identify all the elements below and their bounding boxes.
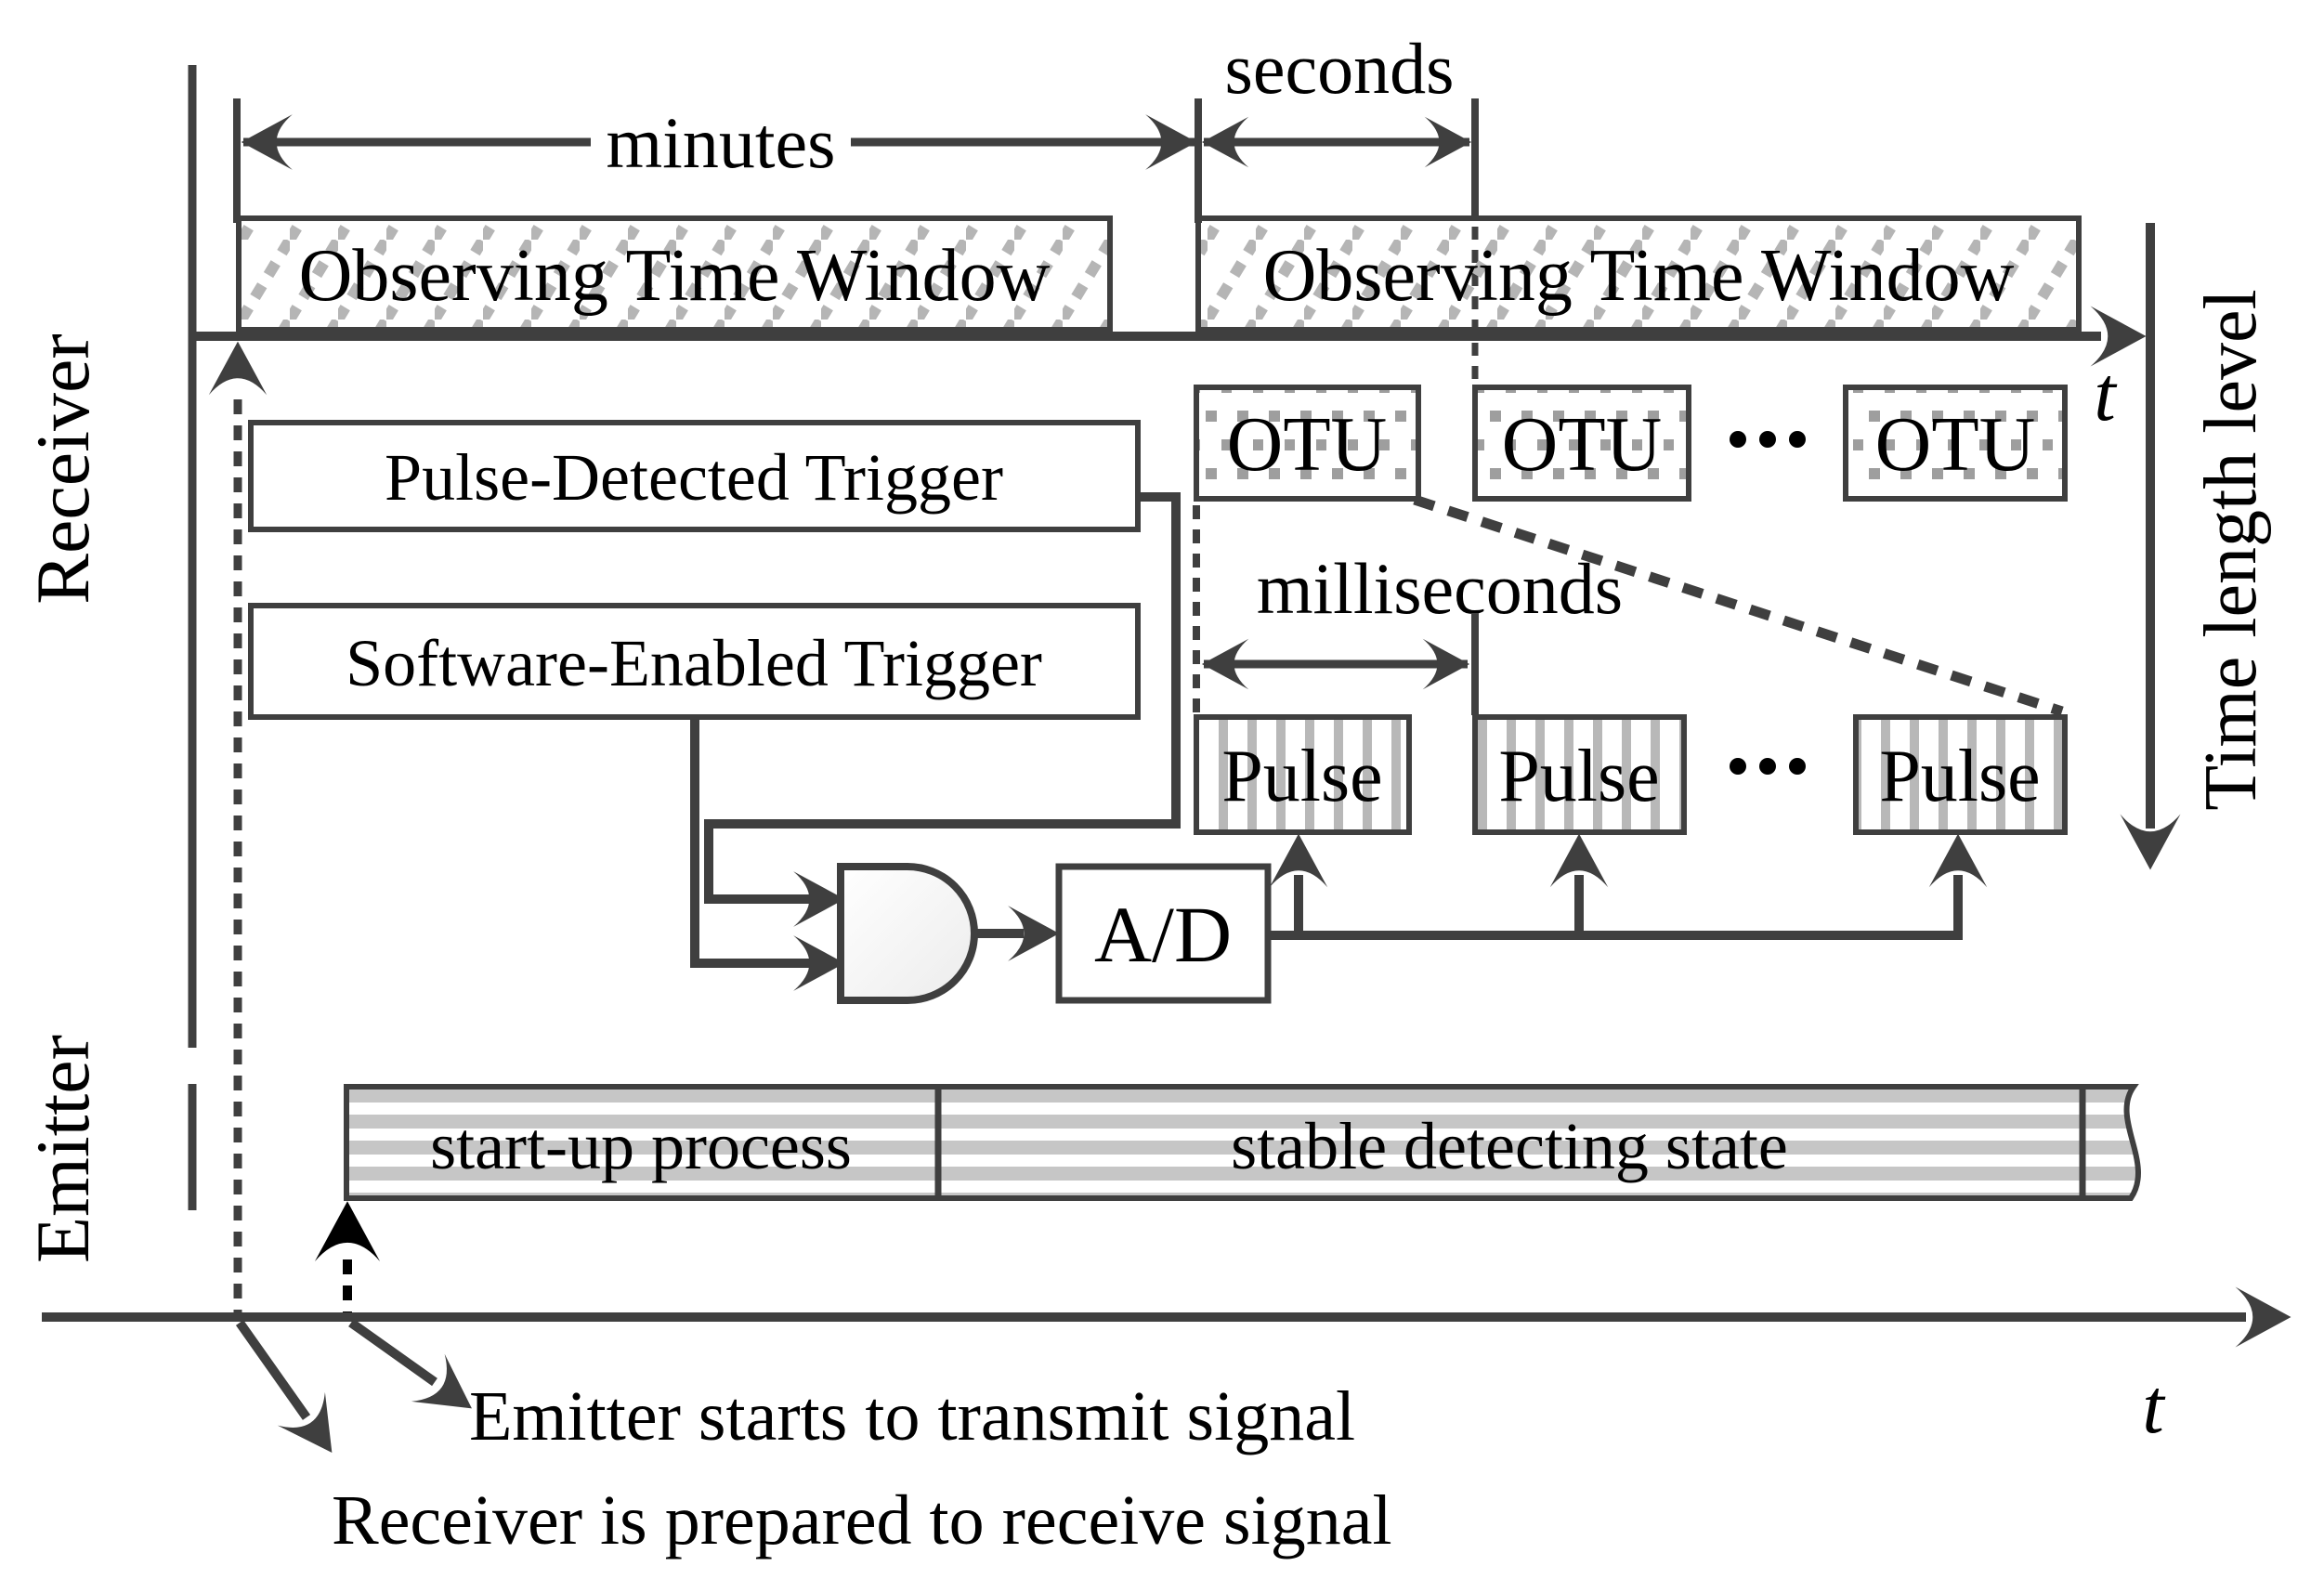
adc-output-wire bbox=[1268, 875, 1963, 940]
software-trigger-wire bbox=[690, 719, 810, 968]
receiver-axis-t-label: t bbox=[2094, 351, 2118, 437]
pulse-box-2-label: Pulse bbox=[1498, 736, 1659, 817]
observing-window-2: Observing Time Window bbox=[1195, 215, 2082, 333]
receiver-prepared-pointer-arrowhead-icon bbox=[277, 1391, 356, 1469]
receiver-prepared-pointer-line bbox=[235, 1320, 311, 1420]
stable-detecting-label: stable detecting state bbox=[1231, 1109, 1788, 1183]
pulse-box-3: Pulse bbox=[1853, 714, 2068, 835]
time-length-axis-label: Time length level bbox=[2190, 289, 2272, 810]
otu-box-2-label: OTU bbox=[1502, 401, 1663, 488]
observing-window-2-label: Observing Time Window bbox=[1263, 235, 2015, 317]
milliseconds-label: milliseconds bbox=[1257, 548, 1623, 629]
emitter-starts-note: Emitter starts to transmit signal bbox=[469, 1377, 1355, 1455]
adc-label: A/D bbox=[1094, 890, 1232, 979]
otu-box-1-label: OTU bbox=[1227, 401, 1388, 488]
pulse-detected-trigger-label: Pulse-Detected Trigger bbox=[385, 440, 1003, 515]
emitter-lane-label: Emitter bbox=[20, 1035, 105, 1263]
emitter-axis-t-label: t bbox=[2142, 1364, 2166, 1450]
pulse-trigger-wire bbox=[704, 492, 1181, 904]
and-gate-icon bbox=[837, 863, 978, 1004]
seconds-label: seconds bbox=[1225, 28, 1455, 109]
pulse-detected-trigger-box: Pulse-Detected Trigger bbox=[248, 420, 1141, 532]
emitter-bar-body bbox=[344, 1084, 2141, 1201]
otu-box-2: OTU bbox=[1472, 385, 1691, 502]
otu-box-3-label: OTU bbox=[1875, 401, 2036, 488]
otu-box-1: OTU bbox=[1194, 385, 1421, 502]
receiver-prepared-note: Receiver is prepared to receive signal bbox=[332, 1481, 1392, 1559]
software-enabled-trigger-box: Software-Enabled Trigger bbox=[248, 603, 1141, 720]
emitter-state-bar: start-up process stable detecting state bbox=[344, 1084, 2141, 1201]
pulse-box-3-label: Pulse bbox=[1879, 736, 2040, 817]
receiver-prepared-up-arrowhead-icon bbox=[208, 341, 268, 396]
minutes-label-backing bbox=[591, 102, 851, 182]
observing-window-1-label: Observing Time Window bbox=[299, 235, 1051, 317]
software-enabled-trigger-label: Software-Enabled Trigger bbox=[346, 626, 1042, 700]
adc-box: A/D bbox=[1055, 863, 1272, 1004]
emitter-start-up-arrowhead-icon bbox=[314, 1201, 381, 1262]
pulse-box-1-label: Pulse bbox=[1221, 736, 1382, 817]
otu-ellipsis-dots bbox=[1730, 431, 1806, 448]
otu-to-pulse-diagonal-dotted-line bbox=[1413, 494, 2064, 717]
pulse-box-2: Pulse bbox=[1472, 714, 1687, 835]
minutes-label: minutes bbox=[607, 102, 836, 183]
startup-process-label: start-up process bbox=[430, 1109, 852, 1183]
receiver-lane-label: Receiver bbox=[20, 333, 105, 604]
pulse-box-1: Pulse bbox=[1194, 714, 1412, 835]
otu-box-3: OTU bbox=[1843, 385, 2068, 502]
observing-window-1: Observing Time Window bbox=[236, 215, 1113, 333]
emitter-start-pointer-line bbox=[348, 1318, 437, 1387]
pulse-ellipsis-dots bbox=[1730, 758, 1806, 775]
